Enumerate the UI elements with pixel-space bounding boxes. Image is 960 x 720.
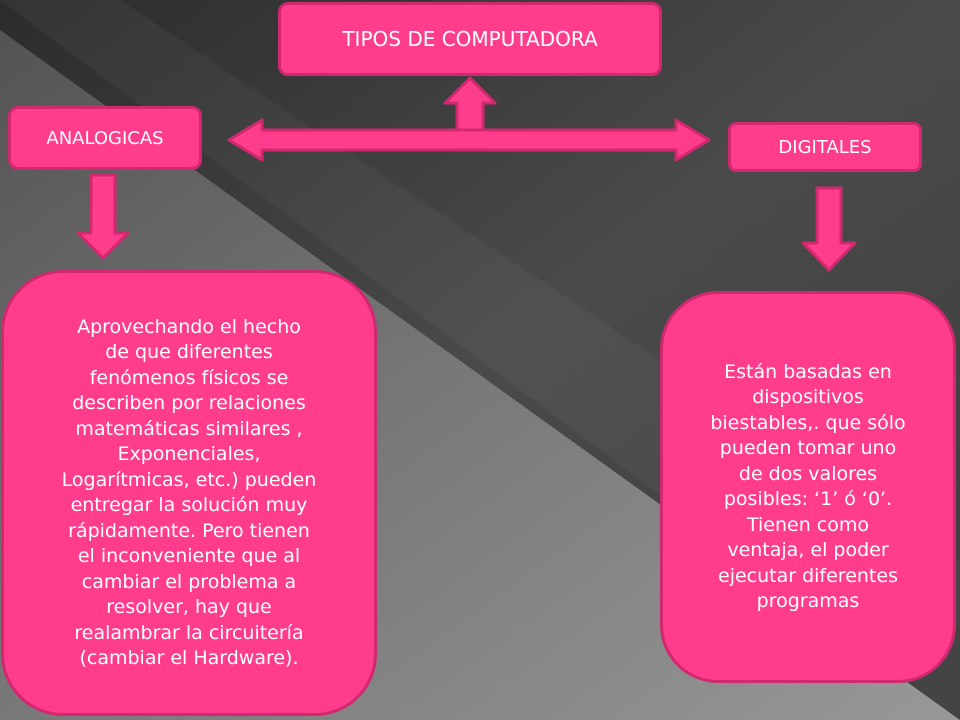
digital-category-label: DIGITALES bbox=[778, 136, 872, 158]
analog-category-label: ANALOGICAS bbox=[46, 127, 164, 149]
digital-description-text: Están basadas en dispositivos biestables… bbox=[710, 360, 906, 613]
digital-category-box: DIGITALES bbox=[728, 122, 922, 172]
analog-description-box: Aprovechando el hecho de que diferentes … bbox=[1, 270, 377, 716]
digital-description-box: Están basadas en dispositivos biestables… bbox=[660, 291, 956, 683]
analog-category-box: ANALOGICAS bbox=[8, 106, 202, 170]
analog-description-text: Aprovechando el hecho de que diferentes … bbox=[61, 315, 317, 670]
title-box: TIPOS DE COMPUTADORA bbox=[278, 2, 662, 76]
title-text: TIPOS DE COMPUTADORA bbox=[342, 27, 598, 51]
